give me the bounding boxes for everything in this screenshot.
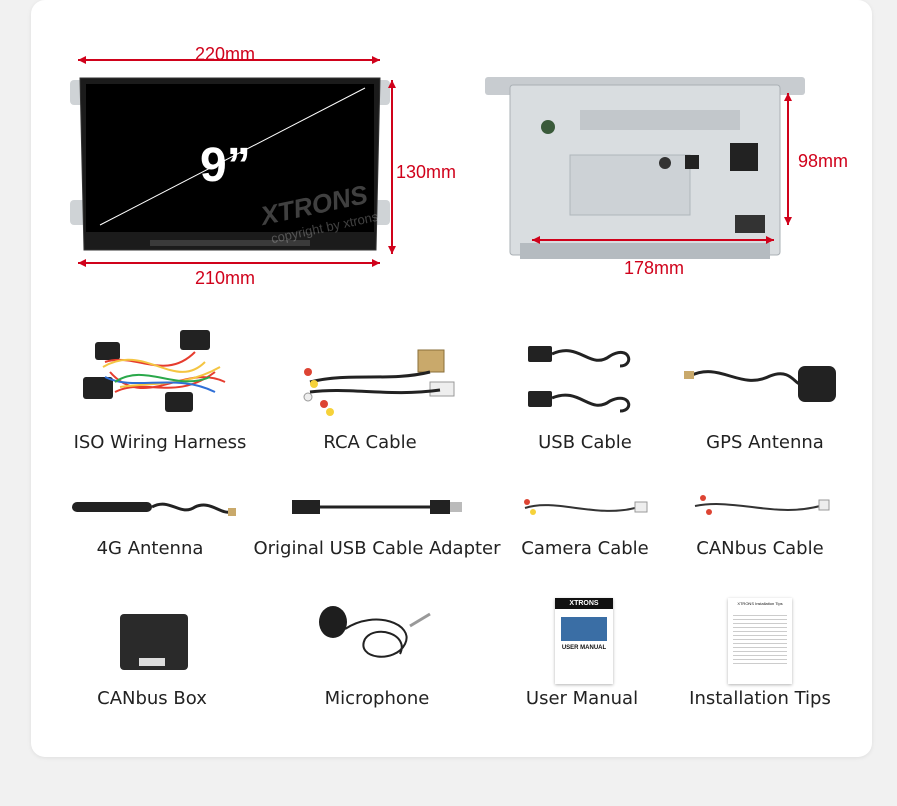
back-width-label: 178mm	[624, 258, 685, 278]
item-label-gps-antenna: GPS Antenna	[706, 432, 824, 453]
item-label-4g-antenna: 4G Antenna	[96, 538, 204, 559]
item-label-canbus-box: CANbus Box	[97, 688, 207, 709]
front-width-bottom-label: 210mm	[195, 268, 256, 288]
item-label-user-manual: User Manual	[525, 688, 639, 709]
item-label-iso-harness: ISO Wiring Harness	[73, 432, 247, 453]
item-label-usb-cable: USB Cable	[538, 432, 632, 453]
installation-tips-icon: XTRONS Installation Tips	[728, 598, 792, 684]
gps-antenna-icon	[680, 356, 845, 416]
microphone-icon	[315, 604, 440, 672]
canbus-cable-icon	[685, 488, 835, 528]
4g-antenna-icon	[70, 492, 240, 526]
manual-screen	[561, 617, 607, 641]
tips-text-block	[733, 612, 787, 664]
rca-cable-icon	[290, 342, 460, 422]
back-unit-image	[485, 77, 805, 259]
wiring-harness-icon	[75, 322, 235, 422]
manual-title: USER MANUAL	[561, 645, 607, 651]
user-manual-icon: XTRONS USER MANUAL	[555, 598, 613, 684]
front-height-label: 130mm	[396, 162, 457, 182]
item-label-microphone: Microphone	[324, 688, 430, 709]
item-label-usb-adapter: Original USB Cable Adapter	[253, 538, 501, 559]
manual-brand: XTRONS	[555, 598, 613, 609]
item-label-installation-tips: Installation Tips	[689, 688, 831, 709]
usb-adapter-icon	[290, 494, 470, 524]
front-unit-image	[70, 56, 396, 267]
front-unit-diagram: 220mm 210mm 130mm 9” XTRONS copyright by…	[60, 40, 480, 300]
camera-cable-icon	[515, 488, 655, 528]
back-unit-diagram: 98mm 178mm	[480, 65, 860, 285]
item-label-canbus-cable: CANbus Cable	[696, 538, 824, 559]
front-width-top-label: 220mm	[195, 44, 256, 64]
screen-size-label: 9”	[200, 139, 251, 192]
canbus-box-icon	[115, 612, 195, 674]
item-label-rca-cable: RCA Cable	[323, 432, 417, 453]
usb-cable-icon	[520, 336, 640, 426]
item-label-camera-cable: Camera Cable	[521, 538, 649, 559]
back-height-label: 98mm	[798, 151, 849, 171]
tips-title: XTRONS Installation Tips	[737, 601, 783, 606]
